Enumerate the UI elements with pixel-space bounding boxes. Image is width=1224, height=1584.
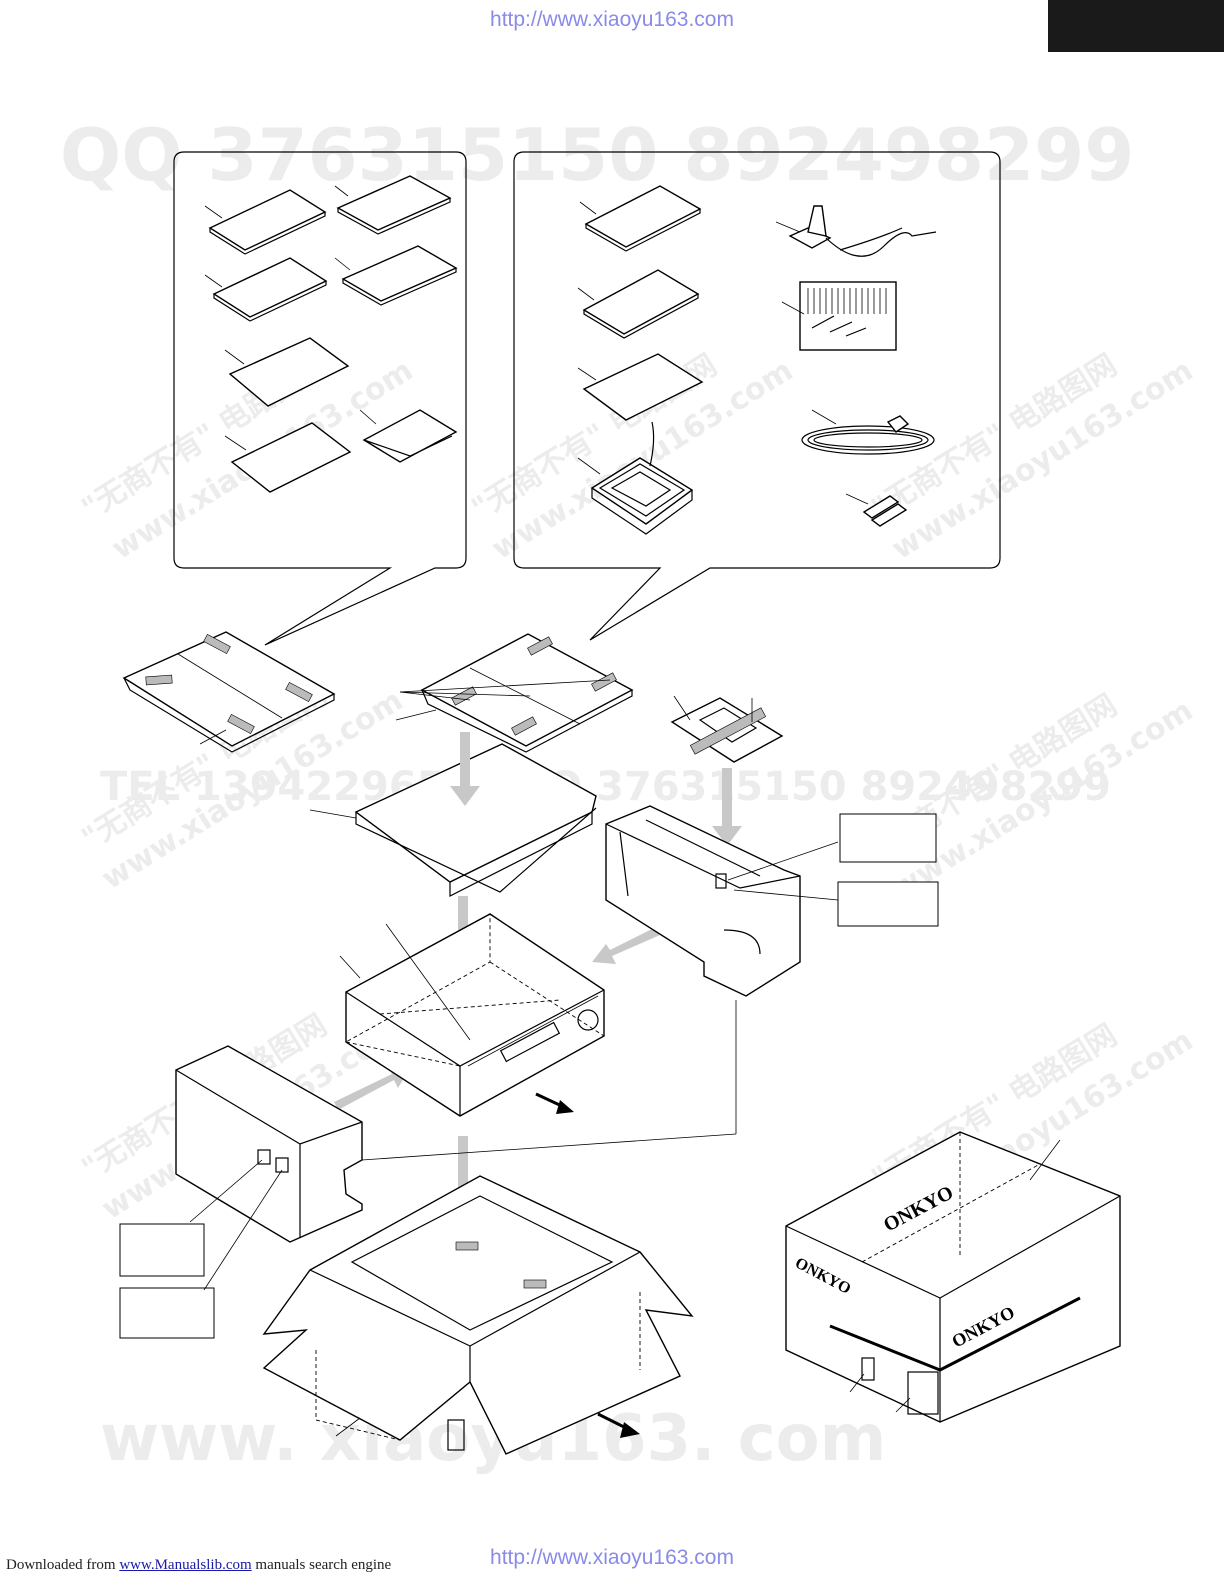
out-arrows xyxy=(535,1092,640,1438)
poly-bag-left xyxy=(122,631,336,753)
accessory-booklet-1 xyxy=(579,185,702,252)
speaker-setup-microphone xyxy=(775,205,937,257)
poly-bag-center xyxy=(395,633,634,753)
watermark-url-top: http://www.xiaoyu163.com xyxy=(490,8,734,31)
manual-sheet-2 xyxy=(224,422,352,493)
foam-cushion-left xyxy=(175,1000,737,1291)
label-box-2 xyxy=(837,881,939,927)
accessory-sheet xyxy=(577,353,704,421)
manual-booklet-4 xyxy=(334,245,458,306)
manual-booklet-1 xyxy=(204,189,327,255)
fm-indoor-antenna xyxy=(801,409,935,455)
download-footer: Downloaded from www.Manualslib.com manua… xyxy=(6,1557,391,1574)
receiver-unit xyxy=(339,913,605,1117)
manual-booklet-3 xyxy=(204,257,328,322)
watermark-url-bottom: http://www.xiaoyu163.com xyxy=(490,1546,734,1569)
page-corner-tab xyxy=(1048,0,1224,52)
label-box-3 xyxy=(119,1223,205,1277)
am-loop-antenna xyxy=(577,421,694,535)
manual-folded-sheet xyxy=(359,409,458,463)
closed-carton: ONKYO ONKYO ONKYO xyxy=(785,1131,1121,1423)
manualslib-link[interactable]: www.Manualslib.com xyxy=(119,1557,252,1573)
watermark-qq: QQ 376315150 892498299 xyxy=(60,113,1134,197)
label-box-4 xyxy=(119,1287,215,1339)
manual-sheet-1 xyxy=(224,337,350,407)
batteries xyxy=(845,493,908,527)
remote-bag xyxy=(670,695,784,763)
open-carton xyxy=(262,1175,694,1455)
footer-suffix: manuals search engine xyxy=(255,1557,392,1573)
callout-manuals xyxy=(173,151,467,646)
foam-cushion-right xyxy=(605,805,839,997)
callout-accessories xyxy=(513,151,1001,641)
top-cushion-sheet xyxy=(309,743,597,897)
accessory-booklet-2 xyxy=(577,269,700,339)
footer-prefix: Downloaded from xyxy=(6,1557,116,1573)
watermark-tel: TEL 13942296513 QQ 376315150 892498299 xyxy=(100,764,1111,810)
fm-antenna-label-card xyxy=(781,281,897,351)
manual-booklet-2 xyxy=(334,175,452,235)
label-box-1 xyxy=(839,813,937,863)
